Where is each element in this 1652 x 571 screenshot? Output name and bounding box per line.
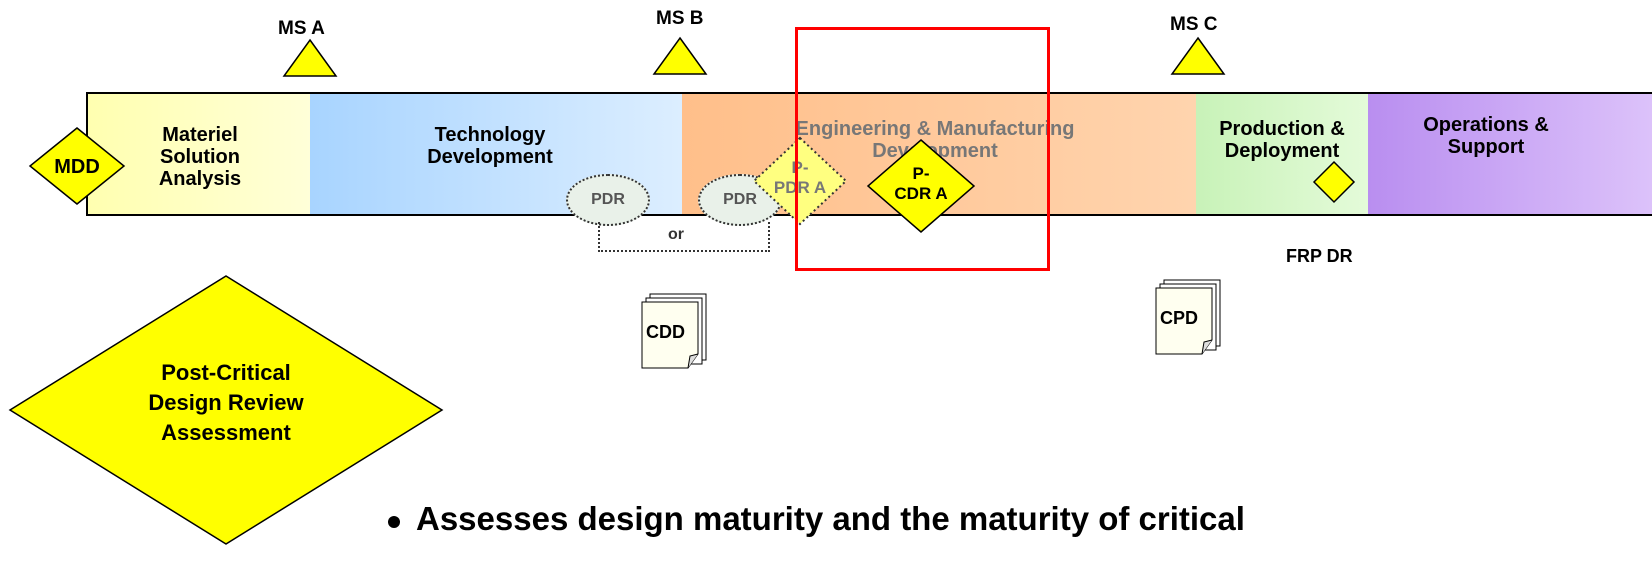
- cdd-document-icon: [641, 293, 707, 369]
- phase-band-os: [1368, 94, 1652, 214]
- phase-label-pd: Production &Deployment: [1219, 118, 1345, 162]
- or-label: or: [668, 226, 684, 243]
- or-connector: [598, 222, 770, 252]
- milestone-a-triangle: [282, 38, 338, 77]
- milestone-a-label: MS A: [278, 18, 325, 39]
- bullet-dot: [388, 516, 400, 528]
- mdd-label: MDD: [54, 156, 100, 178]
- callout-diamond: [8, 275, 444, 545]
- p-pdr-a-diamond: [752, 136, 848, 226]
- frp-dr-diamond: [1312, 160, 1356, 204]
- milestone-b-triangle: [652, 36, 708, 75]
- p-cdr-a-diamond: [866, 139, 976, 233]
- phase-band-msa: [88, 94, 310, 214]
- frp-dr-label: FRP DR: [1286, 246, 1353, 266]
- mdd-diamond: [28, 127, 126, 205]
- milestone-c-triangle: [1170, 36, 1226, 75]
- highlight-box: [795, 27, 1050, 271]
- pdr-review-1: PDR: [566, 174, 650, 226]
- bullet-text: Assesses design maturity and the maturit…: [416, 500, 1245, 537]
- cdd-label: CDD: [646, 322, 685, 342]
- milestone-c-label: MS C: [1170, 14, 1218, 35]
- cpd-document-icon: [1155, 279, 1221, 355]
- milestone-b-label: MS B: [656, 8, 704, 29]
- phase-label-os: Operations &Support: [1423, 114, 1549, 158]
- cpd-label: CPD: [1160, 308, 1199, 328]
- p-cdr-a-label: P-CDR A: [894, 164, 948, 203]
